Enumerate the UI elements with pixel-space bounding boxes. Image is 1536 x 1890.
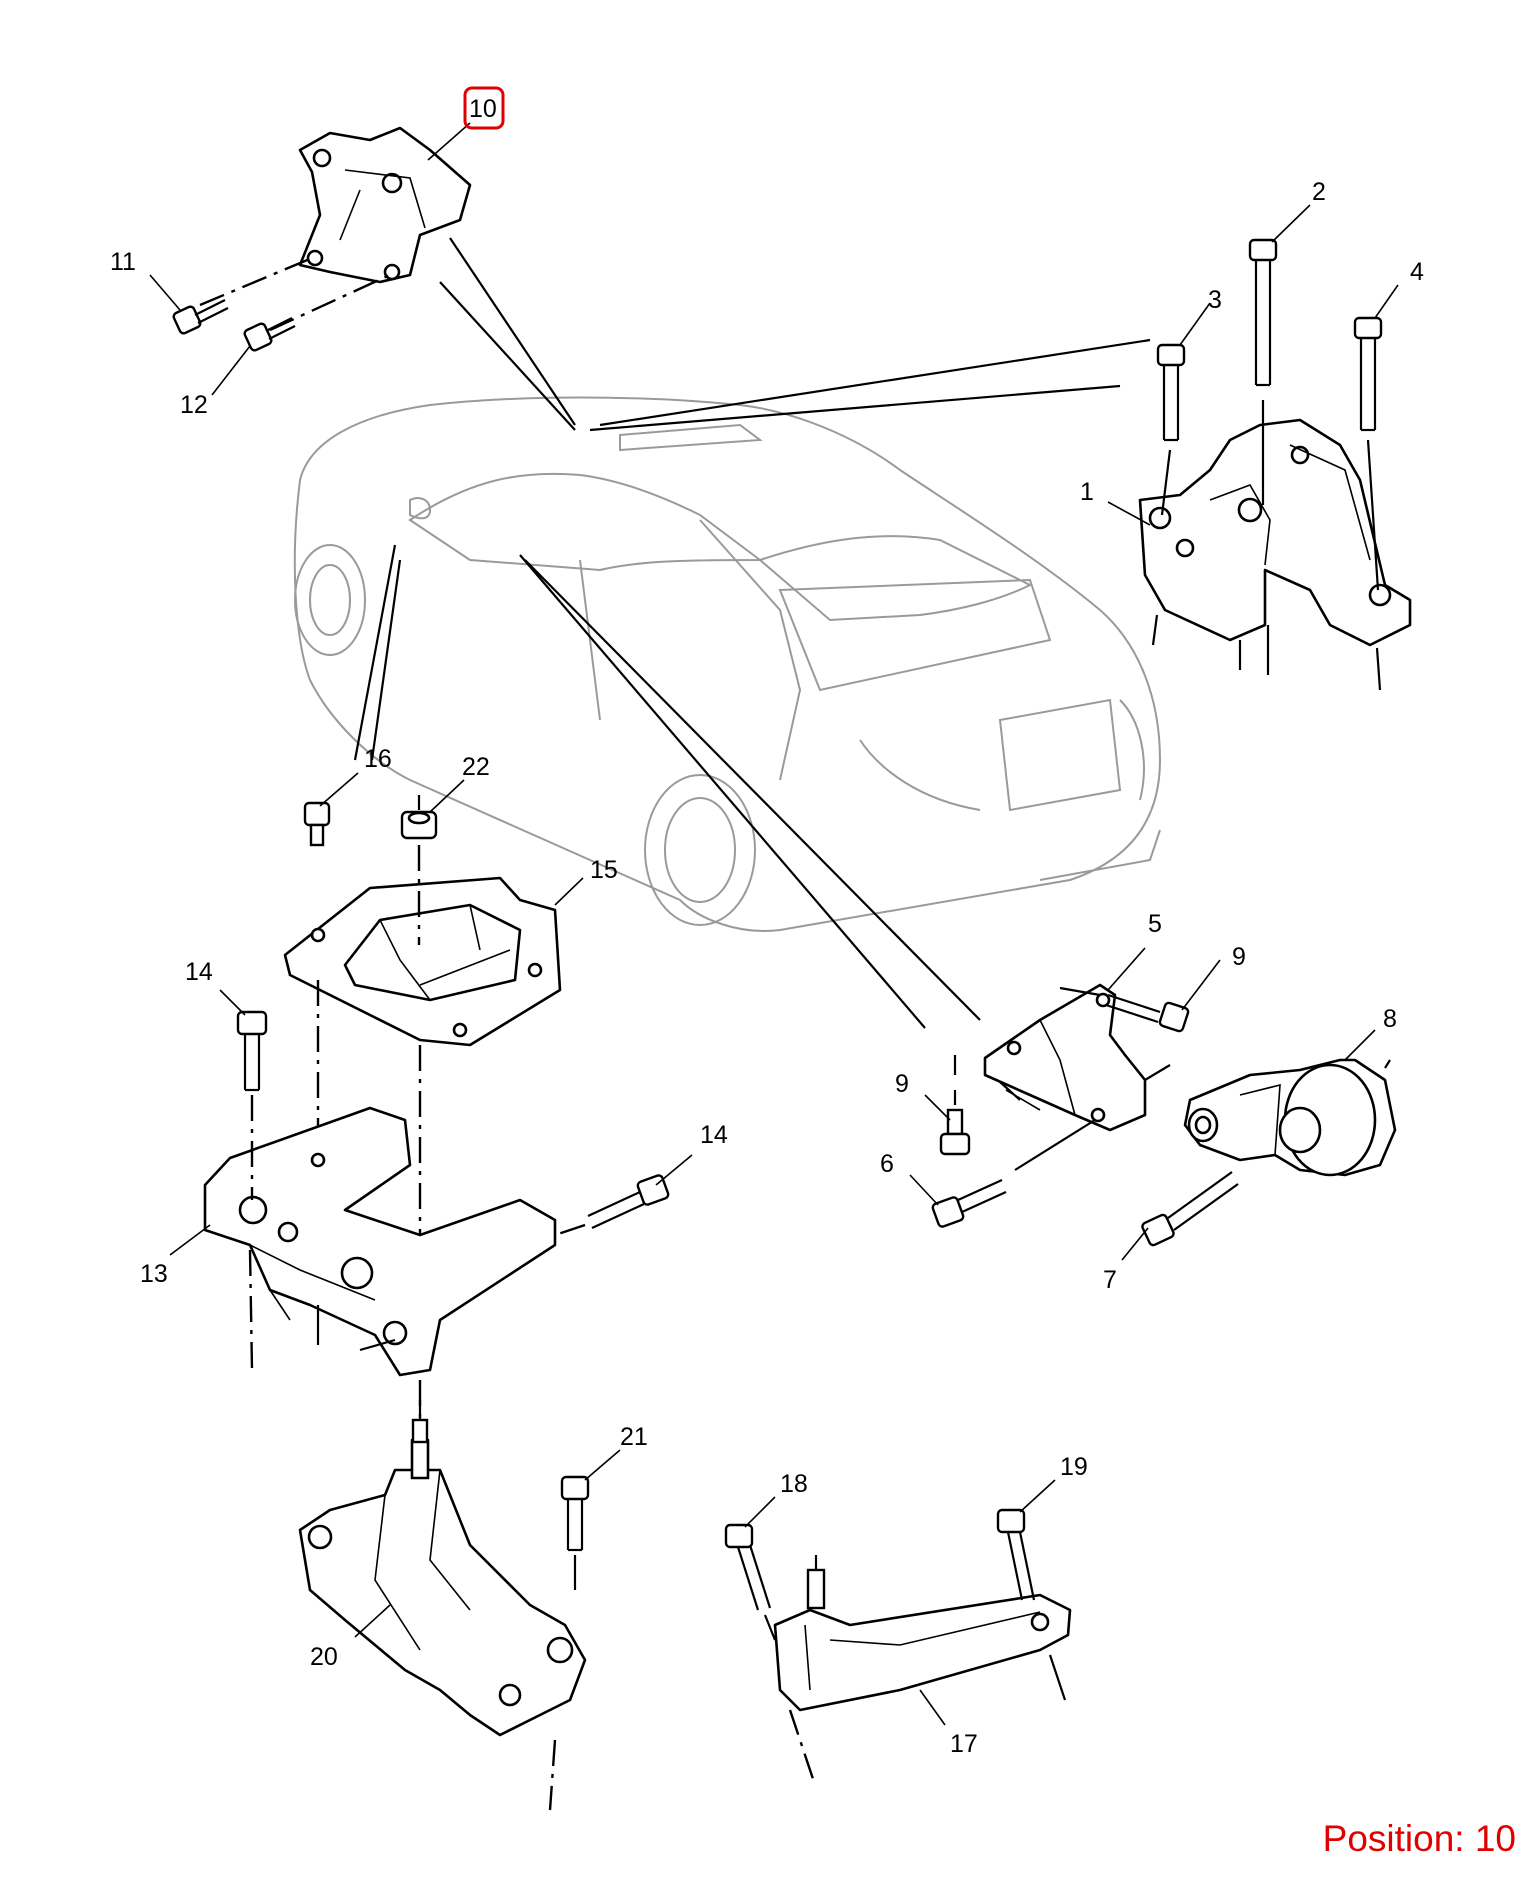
part-17-arm [773, 1555, 1072, 1712]
leader-lines [353, 237, 1151, 1029]
callout-10: 10 [469, 95, 497, 123]
bolt-6 [931, 1119, 1096, 1228]
callout-20: 20 [310, 1643, 338, 1671]
callout-12: 12 [180, 391, 208, 419]
callout-9-right: 9 [1232, 943, 1246, 971]
callout-16: 16 [364, 745, 392, 773]
bolt-12 [243, 317, 296, 352]
part-20-mount [298, 1400, 587, 1737]
callout-4: 4 [1410, 258, 1424, 286]
callout-13: 13 [140, 1260, 168, 1288]
callout-19: 19 [1060, 1453, 1088, 1481]
position-indicator: Position: 10 [1322, 1818, 1516, 1859]
part-15-mount-pad [283, 876, 562, 1047]
part-10-mount-bracket [298, 126, 472, 284]
callout-21: 21 [620, 1423, 648, 1451]
callout-15: 15 [590, 856, 618, 884]
callout-3: 3 [1208, 286, 1222, 314]
nut-22 [400, 795, 438, 840]
callout-11: 11 [110, 248, 136, 276]
bolt-3 [1156, 343, 1186, 516]
callout-7: 7 [1103, 1266, 1117, 1294]
callout-17: 17 [950, 1730, 978, 1758]
bolt-19 [996, 1508, 1036, 1601]
callout-18: 18 [780, 1470, 808, 1498]
bolt-14-horizontal [554, 1174, 670, 1237]
bolt-16 [303, 801, 331, 847]
part-8-mount [1183, 1058, 1397, 1177]
callout-1: 1 [1080, 478, 1094, 506]
part-1-mount [1138, 418, 1412, 691]
bolt-18 [724, 1523, 777, 1641]
callout-2: 2 [1312, 178, 1326, 206]
callout-22: 22 [462, 753, 490, 781]
bolt-4 [1353, 316, 1383, 591]
callout-8: 8 [1383, 1005, 1397, 1033]
bolt-9-right [1105, 993, 1190, 1033]
part-13-cross-bracket [203, 1106, 557, 1377]
callout-leaders [149, 122, 1399, 1726]
bolt-11 [172, 299, 229, 335]
callout-5: 5 [1148, 910, 1162, 938]
bolt-21 [560, 1475, 590, 1590]
callout-14-top: 14 [185, 958, 213, 986]
callout-9-left: 9 [895, 1070, 909, 1098]
callout-6: 6 [880, 1150, 894, 1178]
vehicle-outline [293, 396, 1162, 932]
callout-14-bolt: 14 [700, 1121, 728, 1149]
bolt-7 [1141, 1171, 1239, 1247]
callout-numbers: 1 2 3 4 5 6 7 8 9 9 10 11 12 13 14 14 15… [110, 95, 1424, 1758]
bolt-9-left [939, 1055, 971, 1156]
bolt-2 [1248, 238, 1278, 505]
highlight-box-10 [463, 86, 505, 130]
bolt-14-vertical [236, 1010, 268, 1200]
